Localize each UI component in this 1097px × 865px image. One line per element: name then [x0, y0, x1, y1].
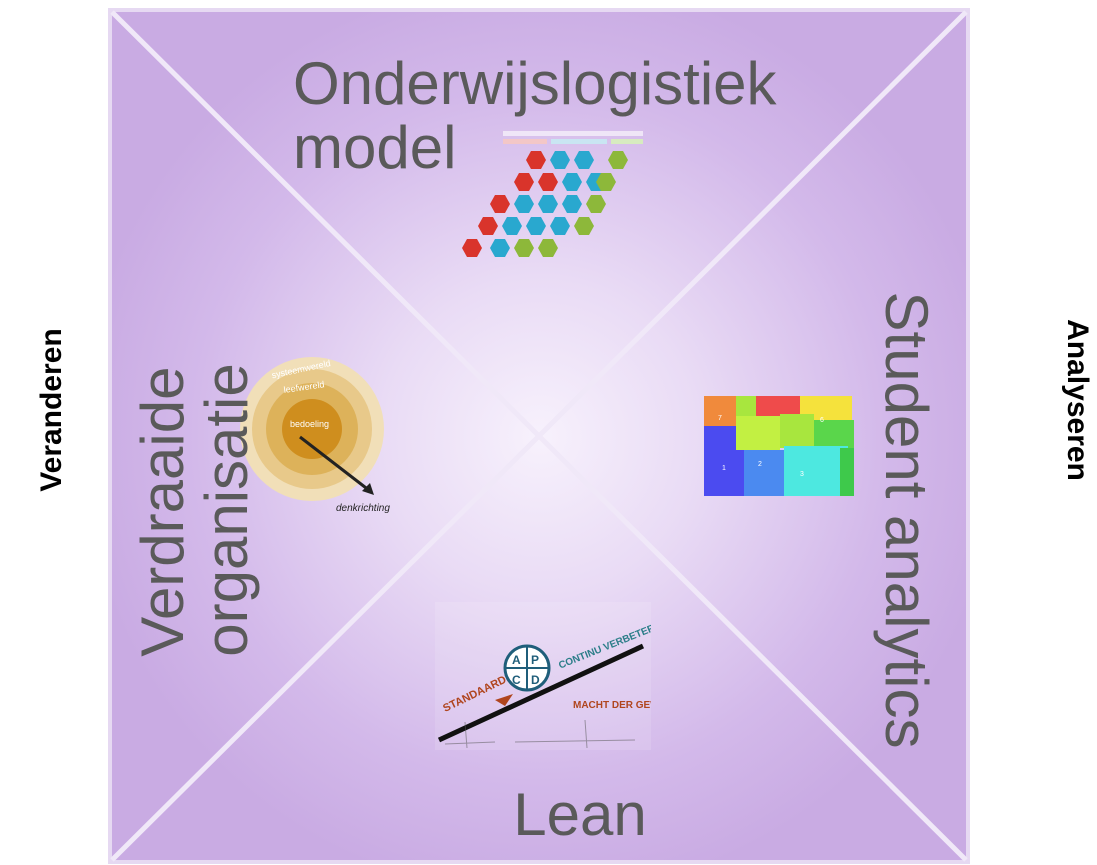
title-verdraaide-organisatie: Verdraaide organisatie: [129, 363, 260, 657]
core-circle: [282, 399, 342, 459]
svg-text:1: 1: [722, 465, 726, 472]
svg-text:6: 6: [820, 417, 824, 424]
title-top-line1: Onderwijslogistiek: [293, 50, 777, 117]
lean-word-macht: MACHT DER GEWOONTE: [573, 700, 651, 711]
hexagon-model-image: [462, 131, 643, 257]
title-left-line2: organisatie: [193, 363, 260, 657]
circle-arrow-label: denkrichting: [336, 503, 390, 514]
improvement-slope: [437, 643, 645, 743]
heatmap-cells: [704, 396, 854, 496]
title-top-line2: model: [293, 114, 457, 181]
svg-text:2: 2: [758, 461, 762, 468]
title-lean: Lean: [513, 781, 647, 848]
wedge: [495, 694, 513, 706]
hex-heatmap-image: 7 6 1 2 3: [704, 396, 854, 496]
pdca-wheel: A P C D: [503, 644, 551, 692]
svg-text:3: 3: [800, 471, 804, 478]
title-left-line1: Verdraaide: [129, 366, 196, 657]
svg-text:A: A: [512, 653, 521, 667]
circle-label-inner: bedoeling: [290, 419, 329, 429]
title-onderwijslogistiek-model: Onderwijslogistiek model: [293, 52, 777, 180]
concentric-circles-image: systeemwereld leefwereld bedoeling denkr…: [240, 357, 390, 514]
sketch-lines: [444, 719, 636, 749]
svg-text:P: P: [531, 653, 539, 667]
title-student-analytics: Student analytics: [873, 291, 940, 749]
svg-text:7: 7: [718, 415, 722, 422]
svg-text:C: C: [512, 673, 521, 687]
direction-arrow: [299, 435, 371, 493]
hexagon-grid: [462, 151, 628, 257]
diagonal-line-b: [110, 10, 968, 862]
lean-sketch-image: STANDAARDISATIE CONTINU VERBETEREN MACHT…: [435, 602, 651, 750]
svg-text:D: D: [531, 673, 540, 687]
